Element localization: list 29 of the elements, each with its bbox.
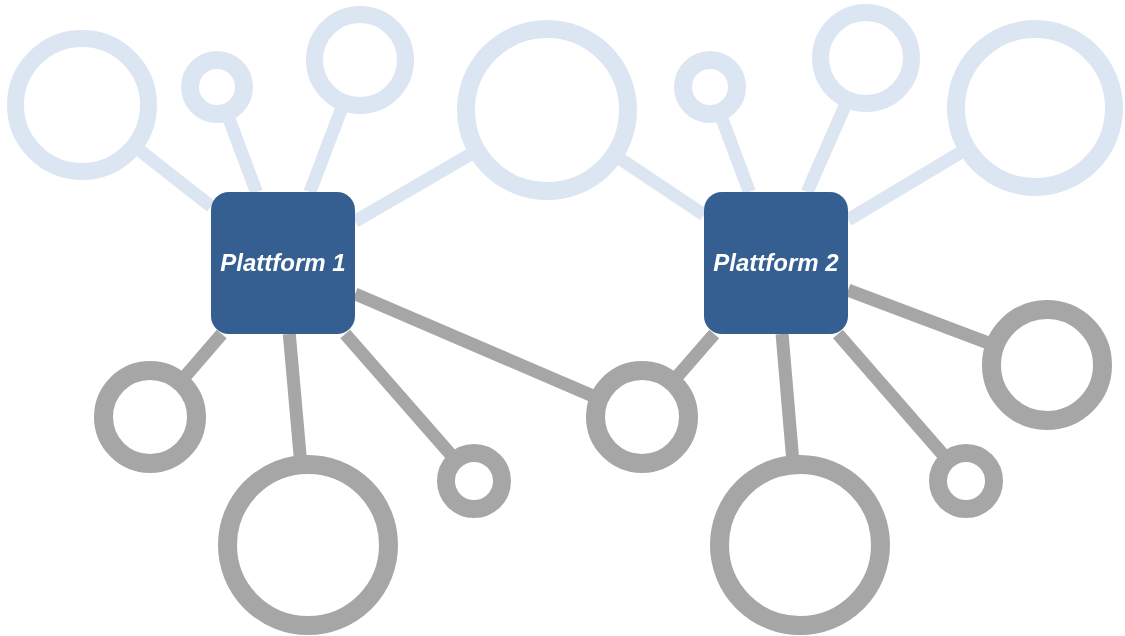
ring-circle — [812, 4, 920, 112]
connector-line — [222, 116, 263, 195]
connector-line — [135, 145, 215, 212]
connector-line — [282, 333, 307, 458]
ring-circle — [586, 361, 698, 473]
ring-circle — [7, 30, 157, 180]
connector-line — [833, 329, 948, 459]
connector-line — [303, 106, 348, 195]
connector-line — [775, 333, 799, 458]
ring-circle — [710, 455, 890, 635]
connector-line — [340, 329, 456, 459]
ring-circle — [982, 300, 1112, 430]
ring-circle — [94, 361, 206, 473]
ring-circle — [947, 20, 1123, 196]
ring-circle — [457, 20, 637, 200]
ring-circle — [181, 51, 253, 123]
connector-line — [715, 116, 756, 195]
ring-circle — [929, 444, 1003, 518]
ring-circle — [437, 444, 511, 518]
connector-line — [180, 329, 227, 381]
connector-line — [672, 329, 720, 381]
connector-line — [801, 103, 852, 195]
ring-circle — [218, 455, 398, 635]
platform-box — [211, 192, 355, 334]
ring-circle — [674, 51, 746, 123]
platform-box — [704, 192, 848, 334]
ring-circle — [306, 6, 414, 114]
platform-label: Plattform 2 — [713, 248, 839, 278]
platform-label: Plattform 1 — [220, 248, 346, 278]
